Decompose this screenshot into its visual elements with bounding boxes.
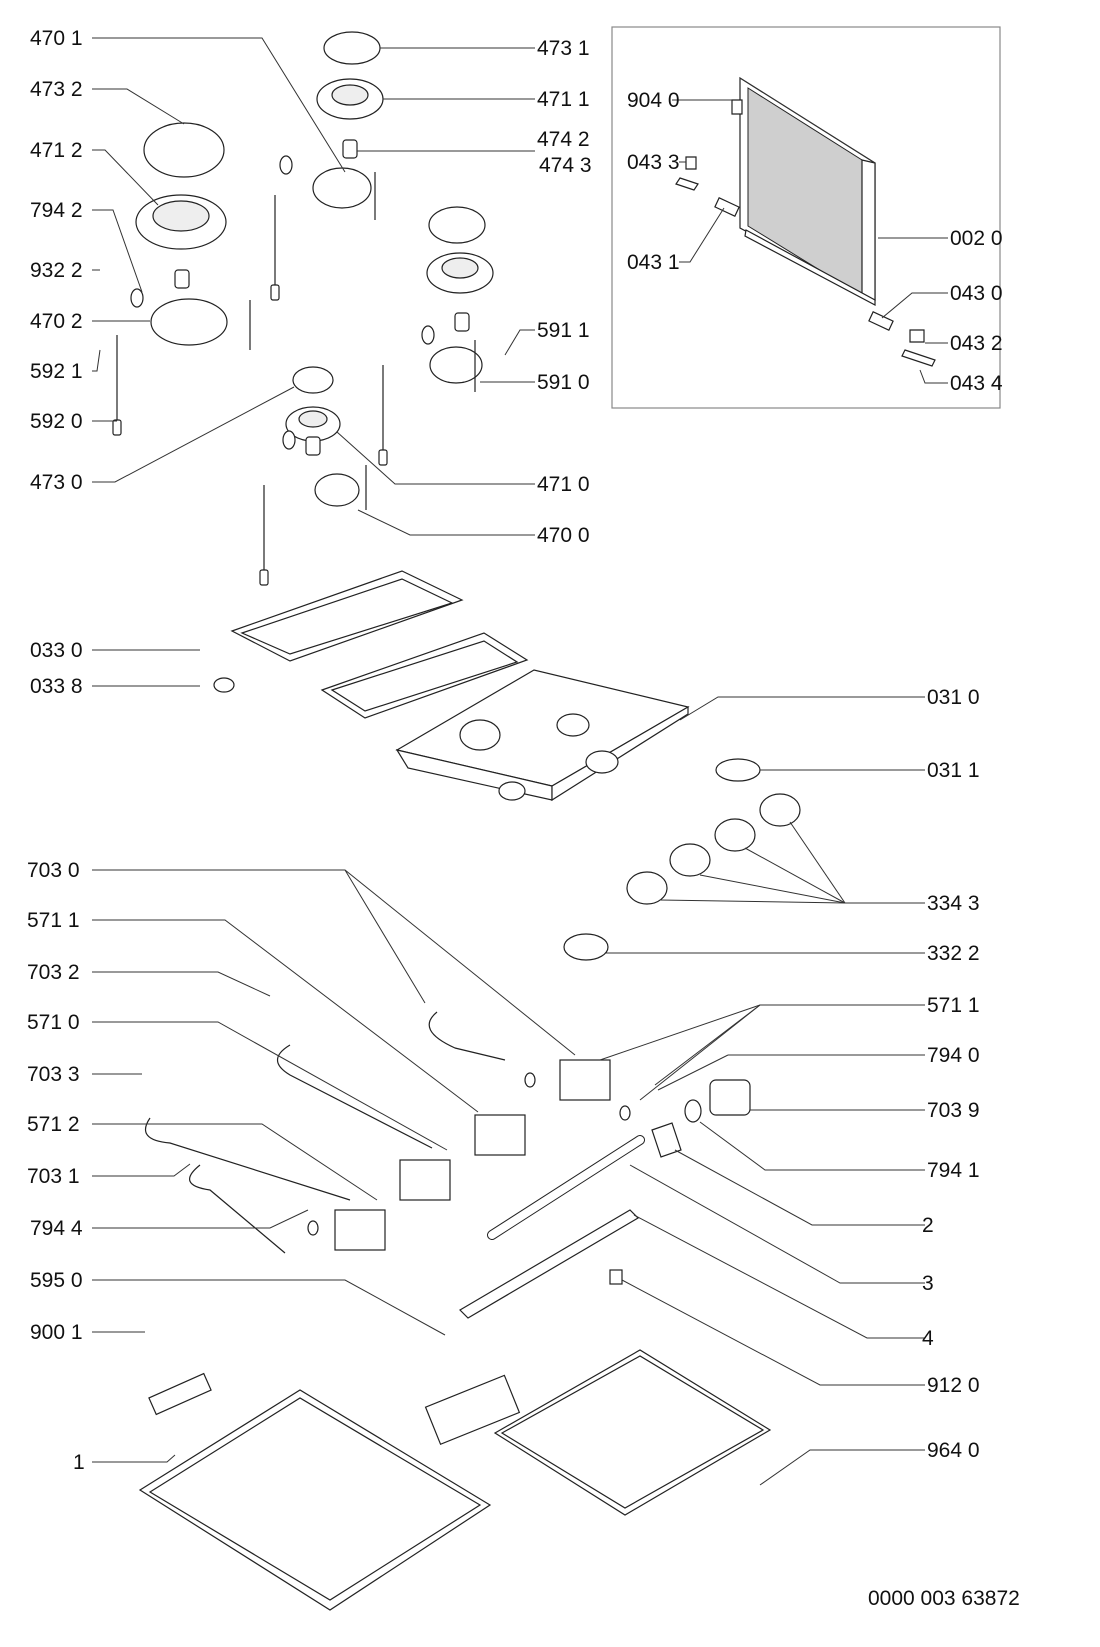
elbow-703-9[interactable]	[709, 1079, 751, 1116]
valve-571-2[interactable]	[334, 1209, 386, 1251]
burner-body-470-1[interactable]	[312, 167, 372, 209]
seal-964-0[interactable]	[493, 1349, 772, 1516]
callout-703-1[interactable]: 703 1	[27, 1165, 80, 1188]
burner-cap-right[interactable]	[428, 206, 486, 244]
burner-cap-473-0[interactable]	[292, 366, 334, 394]
callout-labels-left: 470 1 473 2 471 2 794 2 932 2 470 2 592 …	[27, 27, 85, 1474]
callout-571-0[interactable]: 571 0	[27, 1011, 80, 1034]
callout-1[interactable]: 1	[73, 1451, 85, 1474]
callout-571-1-left[interactable]: 571 1	[27, 909, 80, 932]
callout-703-3[interactable]: 703 3	[27, 1063, 80, 1086]
callout-470-0[interactable]: 470 0	[537, 524, 590, 547]
pan-supports[interactable]	[213, 570, 529, 719]
callout-591-1[interactable]: 591 1	[537, 319, 590, 342]
callout-043-1[interactable]: 043 1	[627, 251, 680, 274]
callout-470-2[interactable]: 470 2	[30, 310, 83, 333]
callout-332-2[interactable]: 332 2	[927, 942, 980, 965]
injector-right[interactable]	[454, 312, 470, 332]
callout-labels-right: 473 1 471 1 474 2 474 3 591 1 591 0 471 …	[537, 37, 980, 1462]
callout-471-2[interactable]: 471 2	[30, 139, 83, 162]
callout-571-2[interactable]: 571 2	[27, 1113, 80, 1136]
clip-900-1[interactable]	[148, 1372, 212, 1416]
callout-703-9[interactable]: 703 9	[927, 1099, 980, 1122]
burner-body-right[interactable]	[429, 346, 483, 384]
callout-470-1[interactable]: 470 1	[30, 27, 83, 50]
rubber-foot-033-8[interactable]	[213, 677, 235, 693]
callout-703-0[interactable]: 703 0	[27, 859, 80, 882]
seal-794-1[interactable]	[684, 1099, 702, 1123]
callout-043-3[interactable]: 043 3	[627, 151, 680, 174]
callout-labels-inset: 904 0 043 3 043 1 002 0 043 0 043 2 043 …	[627, 89, 1003, 395]
hinge-parts[interactable]	[675, 99, 936, 367]
callout-794-4[interactable]: 794 4	[30, 1217, 83, 1240]
button-332-2[interactable]	[563, 933, 609, 961]
callout-932-2[interactable]: 932 2	[30, 259, 83, 282]
control-knobs-334-3[interactable]	[563, 793, 801, 961]
callout-571-1-right[interactable]: 571 1	[927, 994, 980, 1017]
burner-parts	[112, 31, 494, 586]
valve-571-0[interactable]	[399, 1159, 451, 1201]
callout-904-0[interactable]: 904 0	[627, 89, 680, 112]
callout-002-0[interactable]: 002 0	[950, 227, 1003, 250]
nut-2[interactable]	[651, 1122, 682, 1158]
lid-inset	[611, 26, 1001, 409]
callout-592-0[interactable]: 592 0	[30, 410, 83, 433]
callout-591-0[interactable]: 591 0	[537, 371, 590, 394]
callout-473-2[interactable]: 473 2	[30, 78, 83, 101]
callout-794-0[interactable]: 794 0	[927, 1044, 980, 1067]
hob-top-031-0[interactable]	[395, 669, 761, 802]
callout-043-2[interactable]: 043 2	[950, 332, 1003, 355]
burner-body-470-2[interactable]	[150, 298, 228, 346]
callout-031-0[interactable]: 031 0	[927, 686, 980, 709]
glass-lid-part[interactable]	[739, 76, 876, 306]
cover-031-1[interactable]	[715, 758, 761, 782]
callout-703-2[interactable]: 703 2	[27, 961, 80, 984]
callout-031-1[interactable]: 031 1	[927, 759, 980, 782]
gas-valves-and-pipes[interactable]	[145, 1011, 751, 1319]
callout-033-0[interactable]: 033 0	[30, 639, 83, 662]
callout-043-0[interactable]: 043 0	[950, 282, 1003, 305]
base-tray-1[interactable]	[138, 1389, 492, 1611]
callout-471-0[interactable]: 471 0	[537, 473, 590, 496]
callout-2[interactable]: 2	[922, 1214, 934, 1237]
ignition-rail-4[interactable]	[459, 1209, 639, 1319]
callout-4[interactable]: 4	[922, 1327, 934, 1350]
callout-334-3[interactable]: 334 3	[927, 892, 980, 915]
leader-lines	[92, 37, 948, 1486]
spark-generator-595-0[interactable]	[424, 1374, 521, 1446]
callout-592-1[interactable]: 592 1	[30, 360, 83, 383]
callout-043-4[interactable]: 043 4	[950, 372, 1003, 395]
callout-033-8[interactable]: 033 8	[30, 675, 83, 698]
callout-473-0[interactable]: 473 0	[30, 471, 83, 494]
callout-794-2[interactable]: 794 2	[30, 199, 83, 222]
inset-frame	[611, 26, 1001, 409]
burner-cap-473-2[interactable]	[143, 122, 225, 178]
injector-front[interactable]	[305, 436, 321, 456]
valve-571-1[interactable]	[559, 1059, 611, 1101]
valve-571-1b[interactable]	[474, 1114, 526, 1156]
callout-900-1[interactable]: 900 1	[30, 1321, 83, 1344]
callout-964-0[interactable]: 964 0	[927, 1439, 980, 1462]
callout-474-2[interactable]: 474 2	[537, 128, 590, 151]
document-number: 0000 003 63872	[868, 1587, 1020, 1610]
callout-3[interactable]: 3	[922, 1272, 934, 1295]
injector-left[interactable]	[174, 269, 190, 289]
callout-912-0[interactable]: 912 0	[927, 1374, 980, 1397]
callout-474-3[interactable]: 474 3	[539, 154, 592, 177]
callout-473-1[interactable]: 473 1	[537, 37, 590, 60]
callout-471-1[interactable]: 471 1	[537, 88, 590, 111]
burner-cap-473-1[interactable]	[323, 31, 381, 65]
burner-body-470-0[interactable]	[314, 473, 360, 507]
callout-794-1[interactable]: 794 1	[927, 1159, 980, 1182]
screw-912-0[interactable]	[609, 1269, 623, 1285]
injector-474[interactable]	[342, 139, 358, 159]
callout-595-0[interactable]: 595 0	[30, 1269, 83, 1292]
base-and-seal[interactable]	[138, 1349, 772, 1611]
